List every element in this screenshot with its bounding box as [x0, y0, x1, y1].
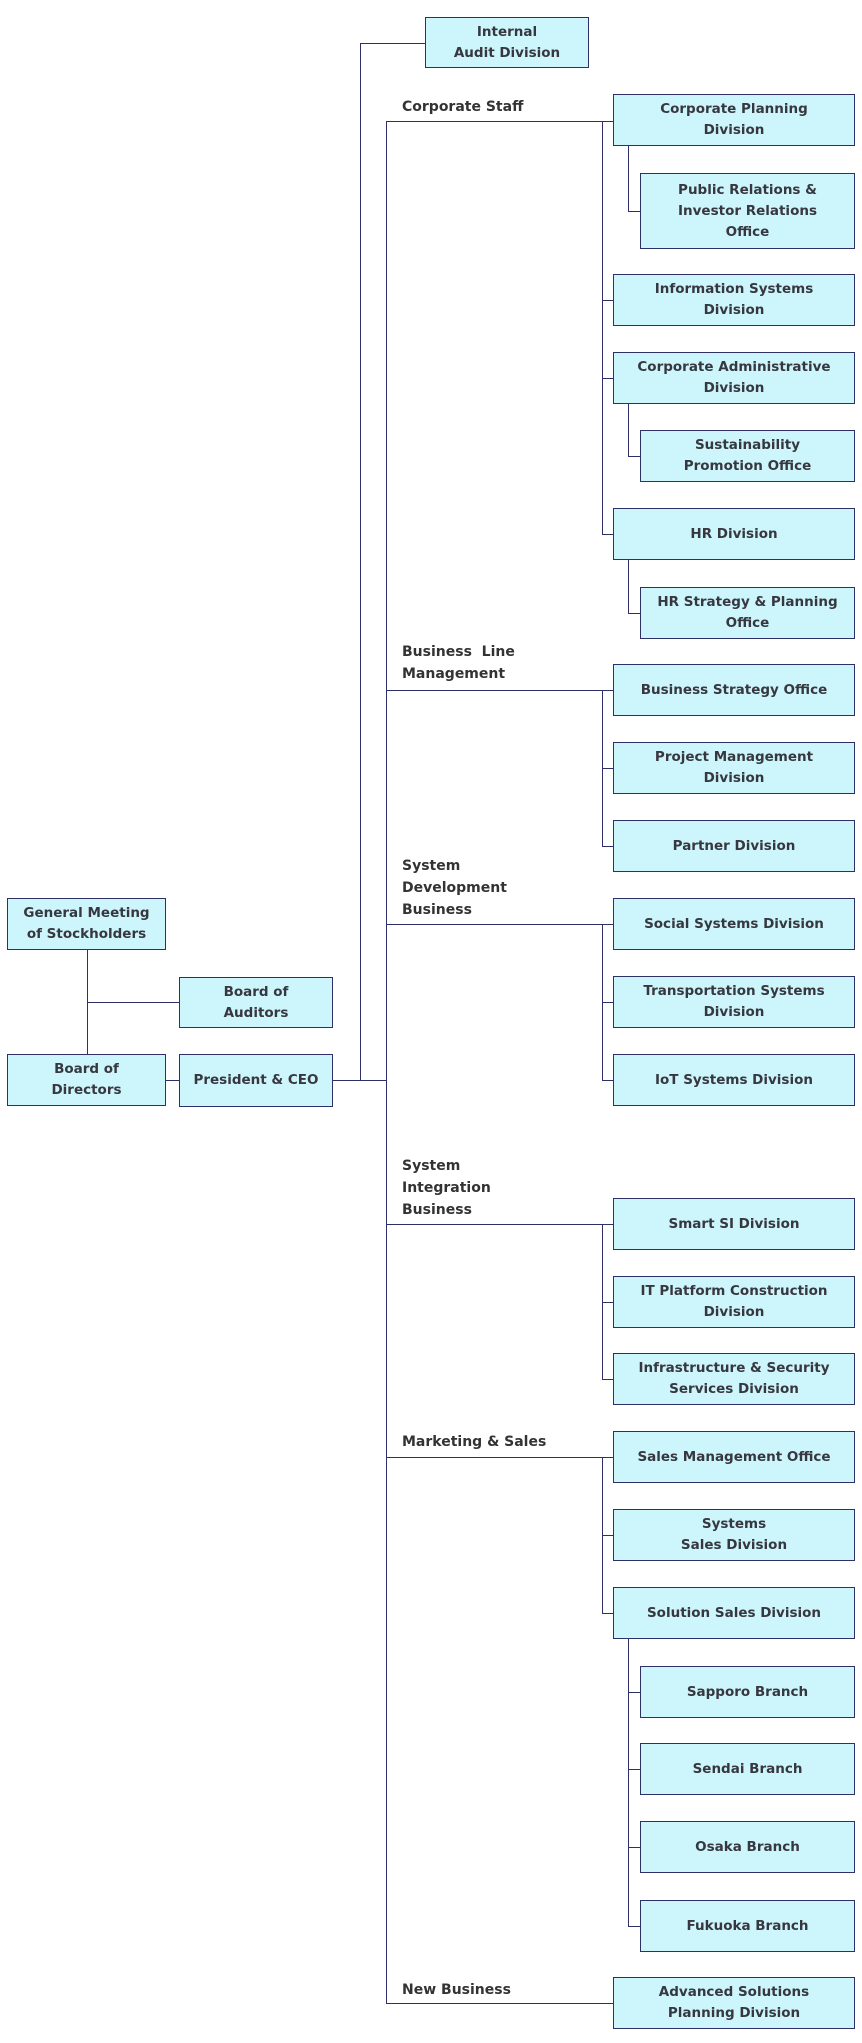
node-internal-audit-division: Internal Audit Division	[425, 17, 589, 68]
connector	[628, 613, 640, 614]
connector	[628, 404, 629, 456]
node-board-of-auditors: Board of Auditors	[179, 977, 333, 1028]
connector	[386, 924, 613, 925]
connector	[602, 768, 613, 769]
connector	[602, 1224, 603, 1379]
connector	[166, 1080, 179, 1081]
node-business-strategy-office: Business Strategy Office	[613, 664, 855, 716]
connector	[602, 1535, 613, 1536]
node-smart-si-division: Smart SI Division	[613, 1198, 855, 1250]
connector	[628, 1926, 640, 1927]
connector	[602, 121, 603, 534]
connector	[360, 43, 425, 44]
node-corporate-planning-division: Corporate Planning Division	[613, 94, 855, 146]
node-sales-management-office: Sales Management Office	[613, 1431, 855, 1483]
connector	[628, 1639, 629, 1926]
node-osaka-branch: Osaka Branch	[640, 1821, 855, 1873]
connector	[602, 1613, 613, 1614]
connector	[386, 1457, 613, 1458]
connector	[628, 1769, 640, 1770]
connector	[602, 1379, 613, 1380]
node-hr-strategy-planning-office: HR Strategy & Planning Office	[640, 587, 855, 639]
connector	[628, 560, 629, 613]
group-label-new-business: New Business	[402, 1982, 511, 1998]
node-general-meeting-of-stockholders: General Meeting of Stockholders	[7, 898, 166, 950]
connector	[628, 1847, 640, 1848]
group-label-marketing-and-sales: Marketing & Sales	[402, 1434, 547, 1450]
connector	[602, 378, 613, 379]
node-social-systems-division: Social Systems Division	[613, 898, 855, 950]
node-iot-systems-division: IoT Systems Division	[613, 1054, 855, 1106]
node-pr-ir-office: Public Relations & Investor Relations Of…	[640, 173, 855, 249]
node-systems-sales-division: Systems Sales Division	[613, 1509, 855, 1561]
node-sendai-branch: Sendai Branch	[640, 1743, 855, 1795]
connector	[628, 456, 640, 457]
group-label-system-integration-business: System Integration Business	[402, 1158, 491, 1218]
connector	[386, 2003, 613, 2004]
connector	[602, 1002, 613, 1003]
node-partner-division: Partner Division	[613, 820, 855, 872]
connector	[602, 534, 613, 535]
connector	[386, 690, 613, 691]
node-information-systems-division: Information Systems Division	[613, 274, 855, 326]
node-fukuoka-branch: Fukuoka Branch	[640, 1900, 855, 1952]
node-infrastructure-security-services-division: Infrastructure & Security Services Divis…	[613, 1353, 855, 1405]
connector	[87, 1002, 179, 1003]
connector	[628, 146, 629, 211]
connector-spine	[386, 121, 387, 2004]
node-president-ceo: President & CEO	[179, 1054, 333, 1107]
connector	[602, 846, 613, 847]
group-label-corporate-staff: Corporate Staff	[402, 99, 524, 115]
group-label-system-development-business: System Development Business	[402, 858, 507, 918]
connector-trunk	[360, 43, 361, 1081]
node-sustainability-promotion-office: Sustainability Promotion Office	[640, 430, 855, 482]
node-board-of-directors: Board of Directors	[7, 1054, 166, 1106]
connector	[386, 1224, 613, 1225]
node-it-platform-construction-division: IT Platform Construction Division	[613, 1276, 855, 1328]
node-transportation-systems-division: Transportation Systems Division	[613, 976, 855, 1028]
node-project-management-division: Project Management Division	[613, 742, 855, 794]
connector	[628, 211, 640, 212]
connector	[386, 121, 613, 122]
group-label-business-line-management: Business Line Management	[402, 644, 515, 682]
node-hr-division: HR Division	[613, 508, 855, 560]
connector	[628, 1692, 640, 1693]
connector	[602, 1080, 613, 1081]
node-solution-sales-division: Solution Sales Division	[613, 1587, 855, 1639]
node-sapporo-branch: Sapporo Branch	[640, 1666, 855, 1718]
connector	[602, 300, 613, 301]
node-corporate-administrative-division: Corporate Administrative Division	[613, 352, 855, 404]
node-advanced-solutions-planning-division: Advanced Solutions Planning Division	[613, 1977, 855, 2029]
connector	[602, 1302, 613, 1303]
